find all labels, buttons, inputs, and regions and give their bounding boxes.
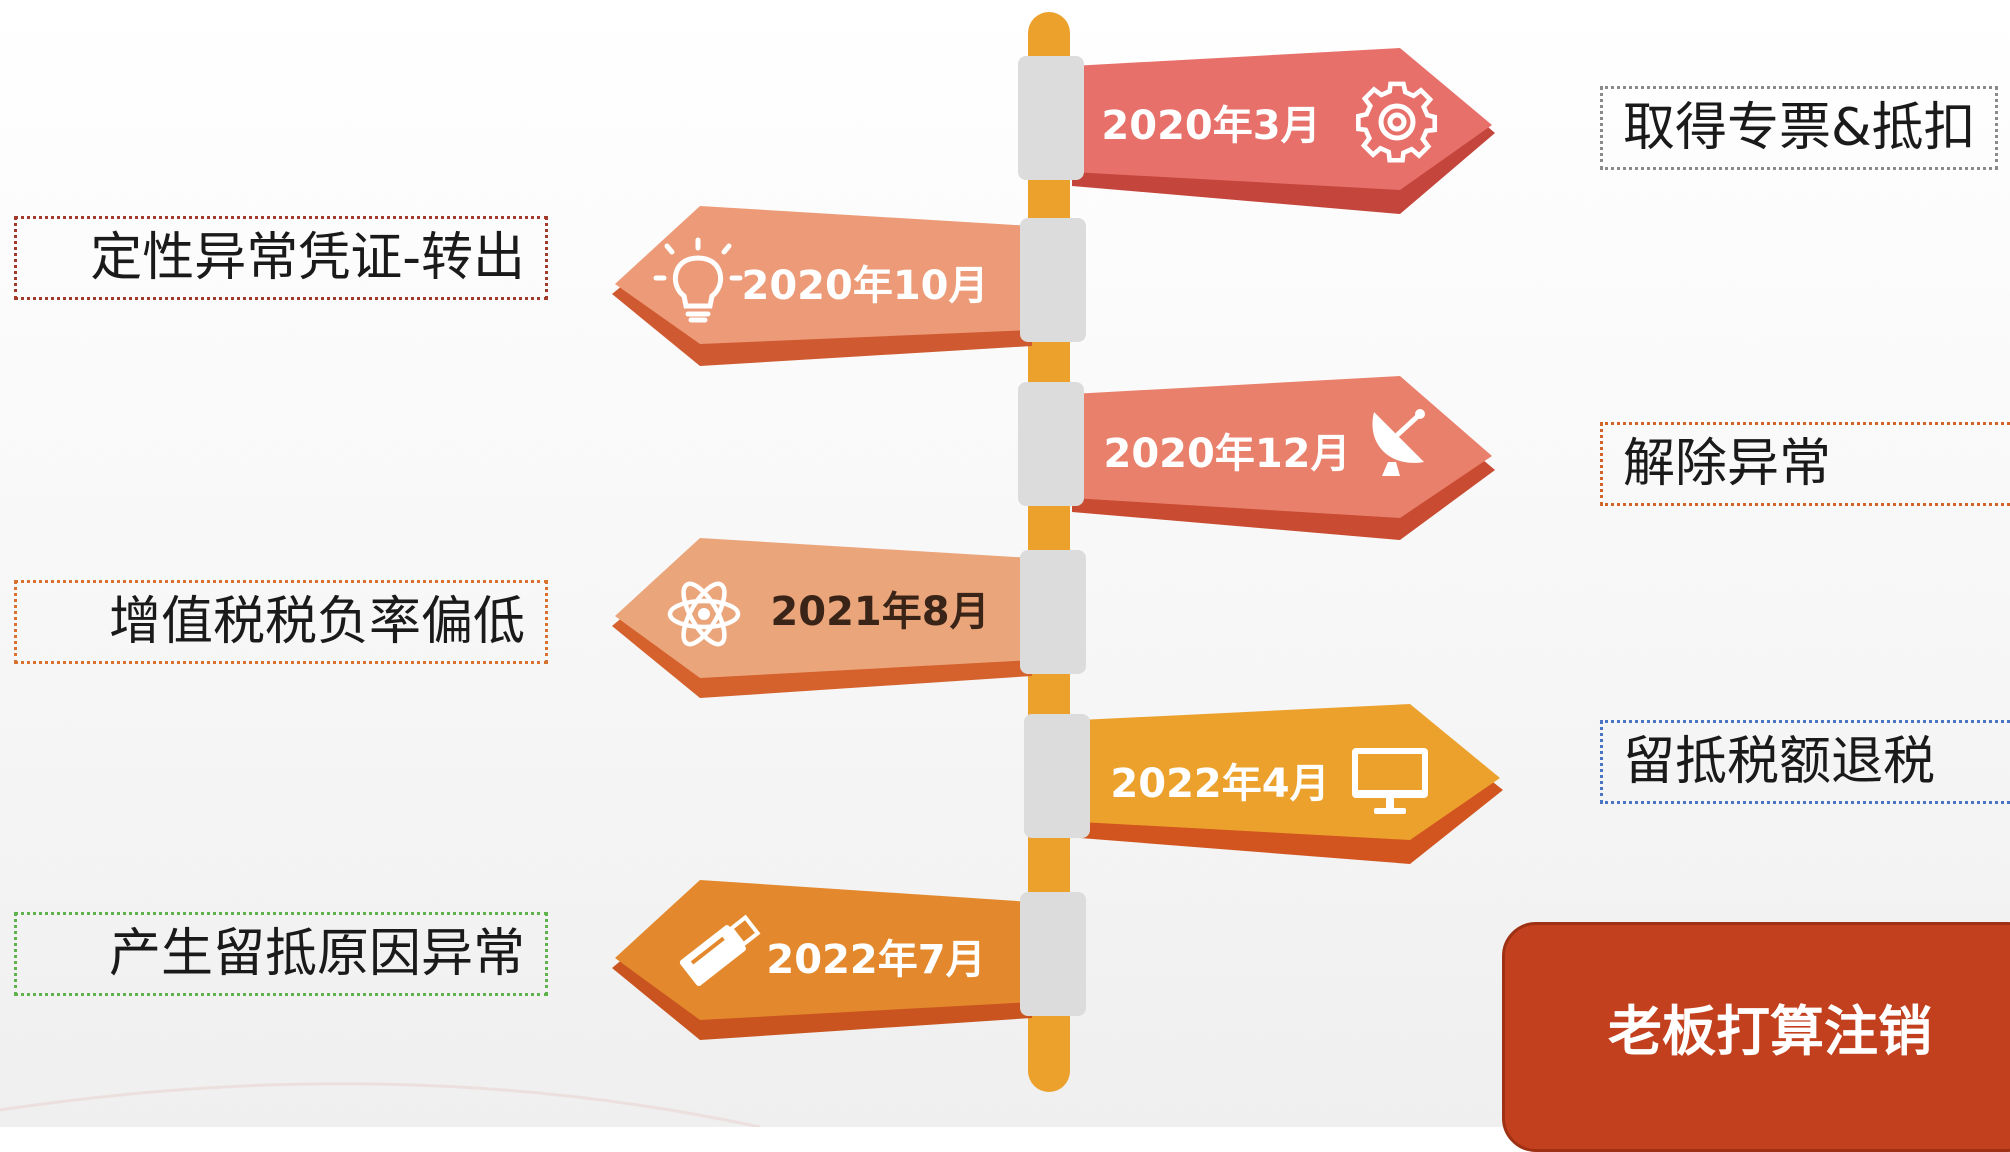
sign-2022-07	[612, 880, 1086, 1040]
sign-date-2020-10: 2020年10月	[741, 263, 989, 309]
event-label-2020-12: 解除异常	[1600, 422, 2010, 506]
signpost-timeline: 2020年3月 2020年10月 2020年12月 2021年8月 2022年4…	[0, 12, 2010, 1152]
usb-drive-icon	[679, 914, 761, 987]
monitor-icon	[1352, 748, 1428, 814]
decorative-swoosh	[0, 1082, 761, 1127]
sign-date-2021-08: 2021年8月	[770, 589, 990, 635]
event-label-2020-03: 取得专票&抵扣	[1600, 86, 1998, 170]
event-label-2022-07: 产生留抵原因异常	[14, 912, 548, 996]
clamp	[1020, 218, 1086, 342]
sign-date-2022-04: 2022年4月	[1110, 761, 1330, 807]
sign-date-2020-03: 2020年3月	[1101, 103, 1321, 149]
conclusion-box	[1502, 922, 2010, 1152]
atom-icon	[667, 581, 741, 647]
gear-icon	[1356, 81, 1438, 163]
signpost-graphic	[0, 12, 1503, 1127]
sign-date-2022-07: 2022年7月	[766, 937, 986, 983]
lightbulb-icon	[653, 237, 743, 323]
clamp	[1018, 382, 1084, 506]
clamp	[1020, 550, 1086, 674]
event-label-2022-04: 留抵税额退税	[1600, 720, 2010, 804]
conclusion-text: 老板打算注销	[1608, 1000, 1932, 1063]
clamp	[1020, 892, 1086, 1016]
sign-2020-10	[612, 206, 1086, 366]
event-label-2021-08: 增值税税负率偏低	[14, 580, 548, 664]
sign-date-2020-12: 2020年12月	[1103, 431, 1351, 477]
satellite-dish-icon	[1372, 409, 1425, 476]
event-label-2020-10: 定性异常凭证-转出	[14, 216, 548, 300]
clamp	[1018, 56, 1084, 180]
clamp	[1024, 714, 1090, 838]
